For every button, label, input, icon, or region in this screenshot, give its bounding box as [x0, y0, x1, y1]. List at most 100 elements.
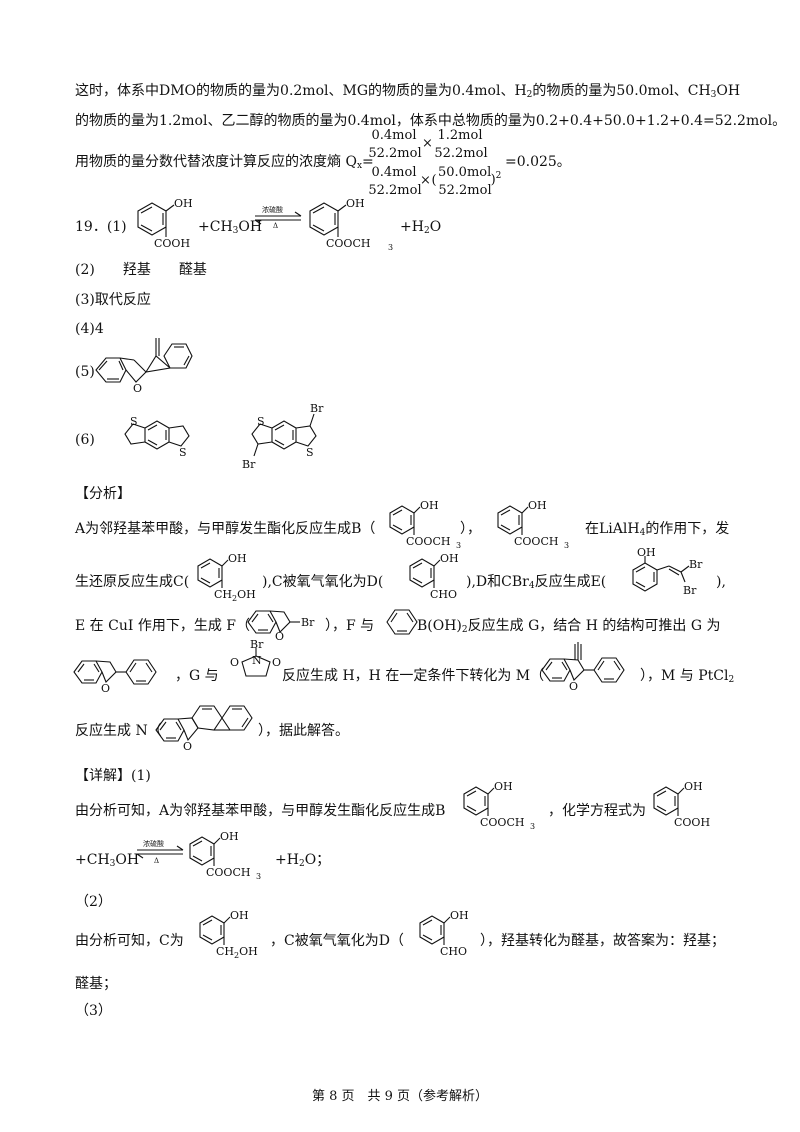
structure-a-detail: OH COOH [646, 778, 726, 840]
q19-part3: (3)取代反应 [75, 292, 151, 308]
svg-text:3: 3 [564, 541, 569, 550]
salicylic-acid-structure: OH COOH [118, 193, 198, 257]
q19-part6-label: (6) [75, 432, 95, 448]
svg-text:N: N [252, 654, 262, 667]
text-line-1: 这时，体系中DMO的物质的量为0.2mol、MG的物质的量为0.4mol、H2的… [75, 83, 741, 100]
svg-text:O: O [101, 682, 110, 695]
part-3-label: （3） [75, 1003, 112, 1019]
svg-text:Br: Br [250, 638, 264, 651]
svg-text:CHO: CHO [430, 588, 457, 601]
catalyst-label-2: 浓硫酸 [143, 840, 164, 848]
benzodithiophene-structure: S S [115, 410, 205, 474]
svg-text:OH: OH [230, 909, 249, 922]
structure-e: OH Br Br [625, 546, 720, 614]
reversible-arrow-2 [135, 842, 185, 866]
detail-line-3c: ），羟基转化为醛基，故答案为：羟基； [480, 933, 725, 949]
structure-b-2: OH COOCH 3 [490, 497, 570, 557]
svg-text:CH2OH: CH2OH [214, 588, 256, 603]
svg-text:OH: OH [440, 552, 459, 565]
q19-part4: (4)4 [75, 321, 104, 337]
svg-text:3: 3 [388, 243, 393, 252]
svg-text:Br: Br [301, 616, 315, 629]
quotient-result: =0.025。 [505, 154, 571, 170]
svg-text:OH: OH [684, 780, 703, 793]
svg-text:O: O [133, 382, 142, 395]
analysis-line-2c: ),D和CBr4反应生成E( [466, 574, 607, 591]
analysis-line-1b: ）， [460, 521, 481, 537]
analysis-line-1c: 在LiAlH4的作用下，发 [585, 521, 730, 538]
svg-text:3: 3 [256, 872, 261, 881]
svg-text:Br: Br [689, 558, 703, 571]
part-2-label: （2） [75, 894, 112, 910]
svg-text:COOH: COOH [674, 816, 710, 829]
analysis-line-4b: 反应生成 H，H 在一定条件下转化为 M（ [282, 668, 545, 684]
svg-text:OH: OH [346, 197, 365, 210]
analysis-line-1: A为邻羟基苯甲酸，与甲醇发生酯化反应生成B（ [75, 521, 376, 537]
structure-b-3: OH COOCH 3 [456, 778, 546, 840]
detail-line-3b: ，C被氧气氧化为D（ [270, 933, 404, 949]
structure-c-1: OH CH2OH [190, 550, 260, 610]
text-line-2: 的物质的量为1.2mol、乙二醇的物质的量为0.4mol，体系中总物质的量为0.… [75, 113, 787, 129]
structure-d-1: OH CHO [402, 550, 472, 610]
structure-g: O [70, 650, 180, 704]
svg-text:COOCH: COOCH [480, 816, 524, 829]
svg-text:COOCH: COOCH [514, 535, 558, 548]
dibromo-benzodithiophene-structure: S S Br Br [232, 400, 342, 484]
analysis-line-2a: 生还原反应生成C( [75, 574, 190, 590]
phenyl-ring [383, 604, 423, 644]
svg-text:OH: OH [528, 499, 547, 512]
svg-text:OH: OH [220, 830, 239, 843]
fused-benzofuran-structure: O [88, 330, 228, 414]
svg-text:O: O [275, 630, 284, 643]
svg-text:O: O [272, 656, 281, 669]
page-footer: 第 8 页 共 9 页（参考解析） [311, 1089, 489, 1104]
structure-d-2: OH CHO [412, 907, 482, 969]
q19-part5-label: (5) [75, 364, 95, 380]
analysis-heading: 【分析】 [75, 486, 131, 502]
svg-text:OH: OH [450, 909, 469, 922]
svg-text:CH2OH: CH2OH [216, 945, 258, 960]
methanol-reactant: +CH3OH [198, 219, 263, 236]
analysis-line-3b: ），F 与 [325, 618, 375, 634]
water-product: +H2O [400, 219, 442, 236]
svg-text:OH: OH [174, 197, 193, 210]
analysis-line-5a: 反应生成 N（ [75, 723, 162, 739]
q19-label: 19．(1) [75, 219, 127, 235]
heat-label: Δ [273, 222, 279, 230]
svg-text:3: 3 [456, 541, 461, 550]
structure-n: O [152, 698, 267, 758]
catalyst-label: 浓硫酸 [262, 206, 283, 214]
svg-text:3: 3 [530, 822, 535, 831]
svg-text:OH: OH [228, 552, 247, 565]
analysis-line-5b: ），据此解答。 [258, 723, 349, 739]
analysis-line-3a: E 在 CuI 作用下，生成 F（ [75, 618, 250, 634]
reversible-arrow [253, 208, 303, 232]
concentration-quotient-fraction: 0.4mol 52.2mol × 1.2mol 52.2mol 0.4mol 5… [368, 128, 502, 198]
methyl-salicylate-structure: OH COOCH 3 [300, 193, 400, 257]
svg-text:COOCH: COOCH [326, 237, 370, 250]
methyl-salicylate-structure-2: OH COOCH 3 [182, 828, 277, 890]
svg-text:Br: Br [683, 584, 697, 597]
svg-text:Br: Br [310, 402, 324, 415]
structure-c-2: OH CH2OH [192, 907, 262, 969]
detail-line-1a: 由分析可知，A为邻羟基苯甲酸，与甲醇发生酯化反应生成B [75, 803, 446, 819]
svg-text:S: S [257, 415, 265, 428]
structure-f: O Br [244, 602, 334, 646]
svg-text:OH: OH [420, 499, 439, 512]
svg-text:O: O [230, 656, 239, 669]
detail-line-3a: 由分析可知，C为 [75, 933, 184, 949]
analysis-line-2b: ),C被氧气氧化为D( [262, 574, 384, 590]
svg-text:O: O [183, 740, 192, 753]
analysis-line-2e: ), [716, 574, 726, 590]
q19-part2: (2) 羟基 醛基 [75, 262, 207, 278]
analysis-line-4c: ），M 与 PtCl2 [640, 668, 735, 685]
svg-text:COOCH: COOCH [206, 866, 250, 879]
svg-text:CHO: CHO [440, 945, 467, 958]
detail-heading: 【详解】(1) [75, 768, 151, 784]
structure-b-1: OH COOCH 3 [382, 497, 462, 557]
heat-label-2: Δ [154, 857, 160, 865]
svg-text:S: S [130, 415, 138, 428]
structure-m: O [538, 638, 648, 700]
svg-text:S: S [306, 446, 314, 459]
nbs-structure: Br N O O [226, 638, 286, 696]
